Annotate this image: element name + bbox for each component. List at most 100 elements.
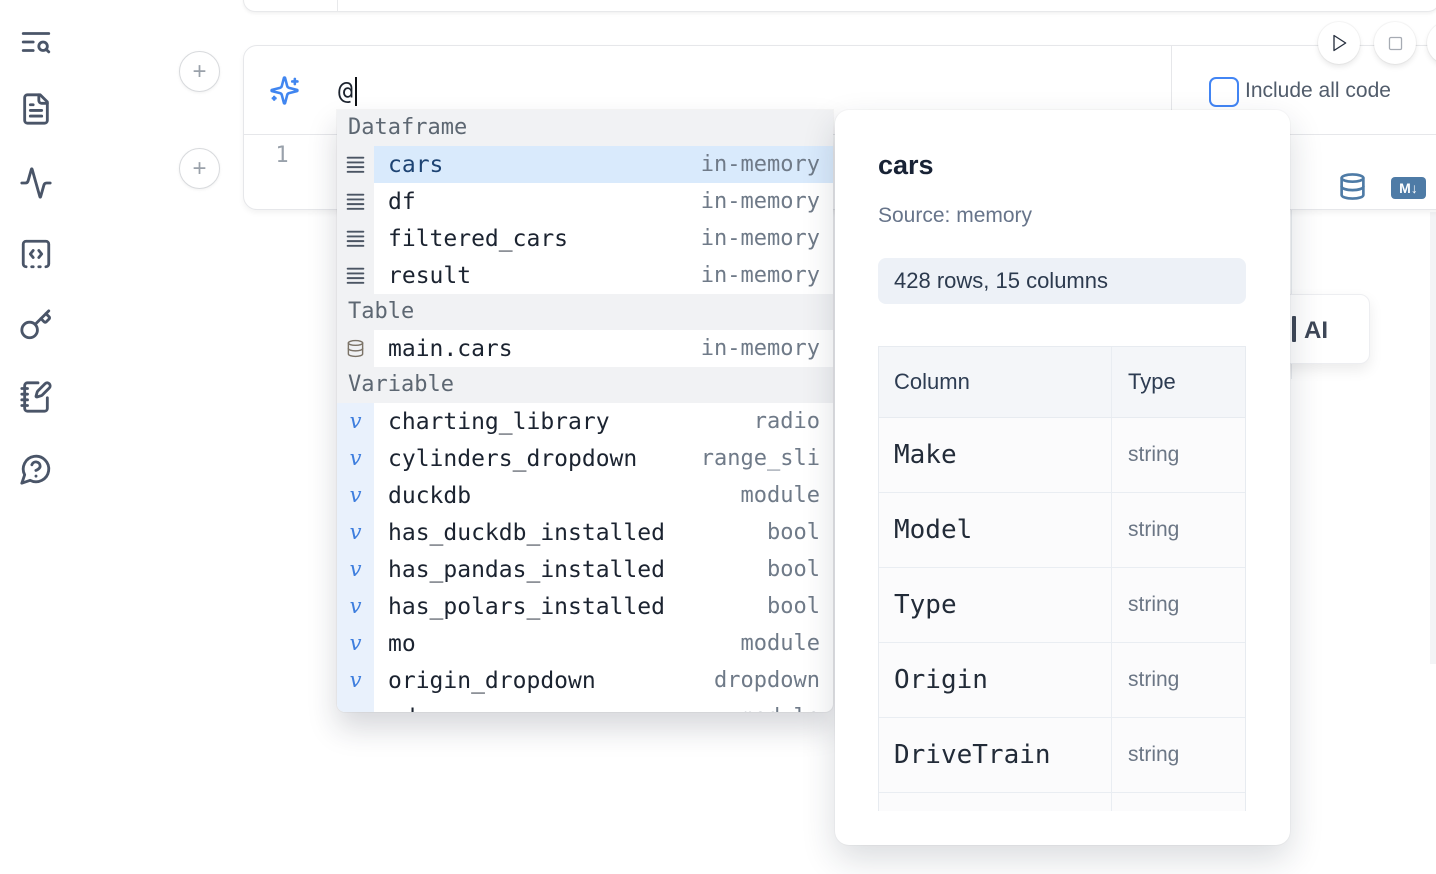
autocomplete-item-label: main.cars [388, 335, 513, 362]
autocomplete-item-detail: radio [753, 409, 820, 434]
autocomplete-item-detail: in-memory [700, 189, 820, 214]
list-search-icon[interactable] [19, 25, 53, 59]
autocomplete-dropdown: Dataframe v cars in-memory v df in-memor… [337, 110, 833, 712]
autocomplete-item-icon: v [337, 551, 374, 588]
autocomplete-item-icon: v [337, 257, 374, 294]
notebook-pen-icon[interactable] [19, 380, 53, 414]
autocomplete-item-label: has_duckdb_installed [388, 519, 665, 546]
database-icon [347, 339, 364, 358]
schema-table: Column Type Make string Model string Typ… [878, 346, 1246, 811]
variable-icon: v [349, 446, 362, 470]
autocomplete-item-detail: in-memory [700, 226, 820, 251]
autocomplete-item-icon: v [337, 625, 374, 662]
include-all-code-checkbox[interactable] [1209, 77, 1239, 107]
column-name: Model [894, 515, 973, 545]
autocomplete-item-detail: bool [767, 594, 820, 619]
autocomplete-item[interactable]: v cars in-memory [337, 146, 833, 183]
autocomplete-item-label: has_polars_installed [388, 593, 665, 620]
autocomplete-item-label: cars [388, 151, 444, 178]
database-icon[interactable] [1338, 172, 1367, 201]
autocomplete-item-icon: v [337, 514, 374, 551]
stop-button[interactable] [1374, 22, 1416, 64]
column-type [1111, 793, 1245, 811]
ai-button-label: AI [1304, 317, 1328, 344]
shape-badge: 428 rows, 15 columns [878, 258, 1246, 304]
variable-icon: v [349, 557, 362, 581]
autocomplete-section-header: Dataframe [337, 110, 833, 146]
include-all-code-label: Include all code [1245, 79, 1391, 102]
autocomplete-item[interactable]: v origin_dropdown dropdown [337, 662, 833, 699]
autocomplete-item[interactable]: v result in-memory [337, 257, 833, 294]
autocomplete-item[interactable]: v df in-memory [337, 183, 833, 220]
autocomplete-item-icon: v [337, 183, 374, 220]
file-icon[interactable] [19, 92, 53, 126]
text-cursor [355, 77, 357, 106]
autocomplete-item-detail: in-memory [700, 336, 820, 361]
autocomplete-item-label: filtered_cars [388, 225, 569, 252]
autocomplete-item-detail: module [740, 631, 820, 656]
column-type: string [1111, 718, 1245, 792]
schema-table-row: Model string [879, 493, 1245, 568]
dataframe-icon [346, 230, 365, 247]
schema-table-header: Column Type [879, 347, 1245, 418]
autocomplete-item-label: pd [388, 705, 416, 713]
column-type: string [1111, 643, 1245, 717]
autocomplete-item[interactable]: v main.cars in-memory [337, 330, 833, 367]
dataframe-icon [346, 193, 365, 210]
type-header: Type [1111, 347, 1245, 417]
dataframe-icon [346, 156, 365, 173]
markdown-icon[interactable]: M↓ [1391, 177, 1426, 199]
autocomplete-item[interactable]: v has_duckdb_installed bool [337, 514, 833, 551]
column-name: Type [894, 590, 957, 620]
key-icon[interactable] [19, 308, 53, 342]
autocomplete-item[interactable]: v duckdb module [337, 477, 833, 514]
ai-prompt-input[interactable]: @ [338, 76, 354, 105]
line-number: 1 [275, 143, 289, 168]
autocomplete-item-label: df [388, 188, 416, 215]
sparkles-icon [269, 75, 300, 106]
dataframe-icon [346, 267, 365, 284]
autocomplete-item[interactable]: v mo module [337, 625, 833, 662]
run-cell-button[interactable] [1318, 22, 1360, 64]
autocomplete-item[interactable]: v has_polars_installed bool [337, 588, 833, 625]
autocomplete-item-icon: v [337, 662, 374, 699]
autocomplete-item-label: mo [388, 630, 416, 657]
schema-table-row: DriveTrain string [879, 718, 1245, 793]
divider [1171, 46, 1172, 134]
add-cell-button[interactable]: + [179, 148, 220, 189]
autocomplete-item-icon: v [337, 330, 374, 367]
add-cell-button[interactable]: + [179, 51, 220, 92]
schema-table-row: Type string [879, 568, 1245, 643]
autocomplete-item-label: has_pandas_installed [388, 556, 665, 583]
autocomplete-item[interactable]: v has_pandas_installed bool [337, 551, 833, 588]
variable-icon: v [349, 409, 362, 433]
code-square-icon[interactable] [19, 237, 53, 271]
previous-cell-edge [243, 0, 1436, 12]
activity-icon[interactable] [19, 166, 53, 200]
autocomplete-item-detail: module [740, 483, 820, 508]
autocomplete-item-icon: v [337, 440, 374, 477]
autocomplete-item-label: origin_dropdown [388, 667, 596, 694]
autocomplete-item-icon: v [337, 403, 374, 440]
autocomplete-item-detail: bool [767, 557, 820, 582]
help-chat-icon[interactable] [19, 452, 53, 486]
autocomplete-item[interactable]: v charting_library radio [337, 403, 833, 440]
autocomplete-item[interactable]: v filtered_cars in-memory [337, 220, 833, 257]
cell-action-button[interactable] [1427, 22, 1436, 64]
autocomplete-item[interactable]: v pd module [337, 699, 833, 712]
autocomplete-item-detail: in-memory [700, 263, 820, 288]
schema-table-row: Origin string [879, 643, 1245, 718]
column-type: string [1111, 568, 1245, 642]
variable-icon: v [349, 668, 362, 692]
autocomplete-item-icon: v [337, 220, 374, 257]
autocomplete-item-label: duckdb [388, 482, 472, 509]
column-name: DriveTrain [894, 740, 1051, 770]
autocomplete-item-detail: bool [767, 520, 820, 545]
autocomplete-item[interactable]: v cylinders_dropdown range_sli [337, 440, 833, 477]
schema-table-row [879, 793, 1245, 811]
variable-icon: v [349, 520, 362, 544]
autocomplete-section-header: Variable [337, 367, 833, 403]
autocomplete-item-detail: range_sli [700, 446, 820, 471]
column-name [879, 793, 1111, 811]
